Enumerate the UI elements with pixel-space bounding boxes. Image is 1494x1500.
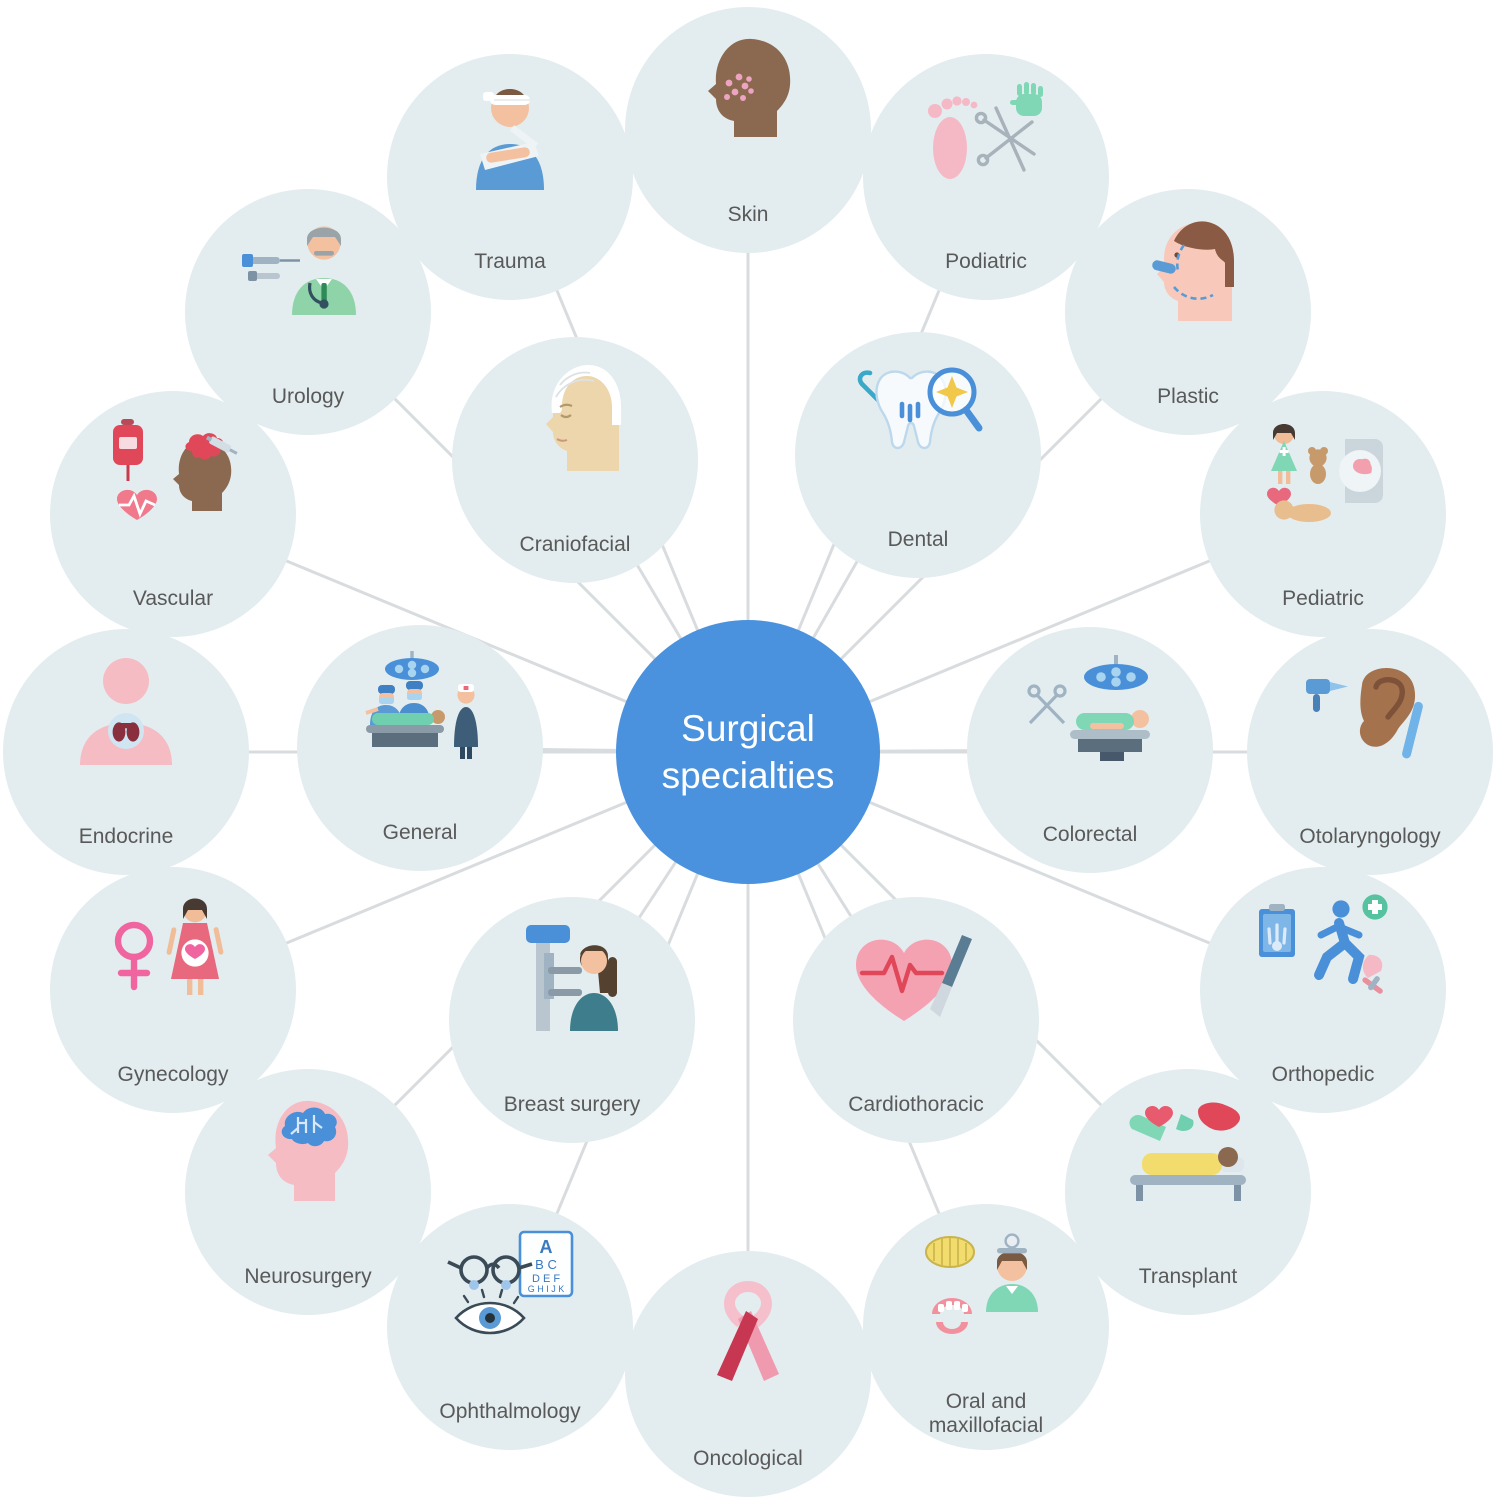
general-icon: [365, 651, 478, 759]
node-endocrine[interactable]: Endocrine: [3, 629, 249, 875]
node-colorectal[interactable]: Colorectal: [967, 627, 1213, 873]
node-label: Ophthalmology: [439, 1399, 581, 1423]
node-label: Orthopedic: [1271, 1062, 1375, 1086]
gynecology-icon: [114, 898, 224, 995]
node-breast-surgery[interactable]: Breast surgery: [449, 897, 695, 1143]
node-label: Oral and maxillofacial: [928, 1389, 1044, 1437]
podiatric-icon: [928, 82, 1043, 179]
oral-maxillofacial-icon: [925, 1233, 1038, 1334]
pediatric-icon: [1267, 424, 1383, 522]
node-label: Podiatric: [945, 249, 1027, 273]
node-label: Craniofacial: [519, 532, 631, 556]
node-label: Pediatric: [1282, 586, 1364, 610]
node-dental[interactable]: Dental: [795, 332, 1041, 578]
node-trauma[interactable]: Trauma: [387, 54, 633, 300]
node-label: Plastic: [1157, 384, 1219, 408]
node-orthopedic[interactable]: Orthopedic: [1200, 867, 1446, 1113]
node-label: Colorectal: [1042, 822, 1138, 846]
node-podiatric[interactable]: Podiatric: [863, 54, 1109, 300]
node-oncological[interactable]: Oncological: [625, 1251, 871, 1497]
colorectal-icon: [1027, 655, 1150, 761]
node-cardiothoracic[interactable]: Cardiothoracic: [793, 897, 1039, 1143]
node-label: Cardiothoracic: [848, 1092, 984, 1116]
node-label: Gynecology: [117, 1062, 229, 1086]
trauma-icon: [476, 89, 544, 190]
node-label: Oncological: [693, 1446, 803, 1470]
oncological-icon: [717, 1281, 779, 1381]
node-otolaryngology[interactable]: Otolaryngology: [1247, 629, 1493, 875]
craniofacial-icon: [546, 365, 621, 471]
ophthalmology-icon: A B C D E F G H I J K: [447, 1230, 574, 1335]
urology-icon: [242, 226, 356, 315]
node-urology[interactable]: Urology: [185, 189, 431, 435]
endocrine-icon: [80, 658, 172, 765]
node-vascular[interactable]: Vascular: [50, 391, 296, 637]
node-label: Neurosurgery: [244, 1264, 372, 1288]
node-label: Urology: [271, 384, 345, 408]
node-gynecology[interactable]: Gynecology: [50, 867, 296, 1113]
vascular-icon: [113, 419, 238, 520]
otolaryngology-icon: [1306, 668, 1423, 759]
svg-text:D E F: D E F: [532, 1273, 560, 1285]
node-craniofacial[interactable]: Craniofacial: [452, 337, 698, 583]
node-general[interactable]: General: [297, 625, 543, 871]
center-node[interactable]: Surgical specialties: [616, 620, 880, 884]
node-ophthalmology[interactable]: A B C D E F G H I J K Ophthalmology: [387, 1204, 633, 1450]
svg-text:A: A: [540, 1237, 553, 1257]
node-transplant[interactable]: Transplant: [1065, 1069, 1311, 1315]
center-title: Surgical specialties: [661, 707, 835, 796]
node-label: Vascular: [132, 586, 214, 610]
node-label: Transplant: [1138, 1264, 1238, 1288]
breast-surgery-icon: [526, 925, 618, 1031]
neurosurgery-icon: [268, 1100, 349, 1201]
transplant-icon: [1129, 1102, 1246, 1201]
orthopedic-icon: [1259, 894, 1388, 994]
svg-text:G H I J K: G H I J K: [528, 1284, 565, 1294]
node-label: Breast surgery: [503, 1092, 641, 1116]
node-label: Dental: [887, 527, 949, 551]
plastic-icon: [1152, 221, 1234, 321]
node-label: Skin: [727, 202, 769, 226]
node-oral-and-maxillofacial[interactable]: Oral and maxillofacial: [863, 1204, 1109, 1450]
node-plastic[interactable]: Plastic: [1065, 189, 1311, 435]
node-label: General: [382, 820, 458, 844]
node-label: Trauma: [474, 249, 546, 273]
cardiothoracic-icon: [856, 935, 972, 1021]
node-label: Otolaryngology: [1299, 824, 1441, 848]
node-skin[interactable]: Skin: [625, 7, 871, 253]
svg-text:B C: B C: [535, 1257, 557, 1272]
node-neurosurgery[interactable]: Neurosurgery: [185, 1069, 431, 1315]
dental-icon: [857, 367, 983, 450]
node-label: Endocrine: [78, 824, 174, 848]
skin-icon: [708, 38, 791, 137]
node-pediatric[interactable]: Pediatric: [1200, 391, 1446, 637]
